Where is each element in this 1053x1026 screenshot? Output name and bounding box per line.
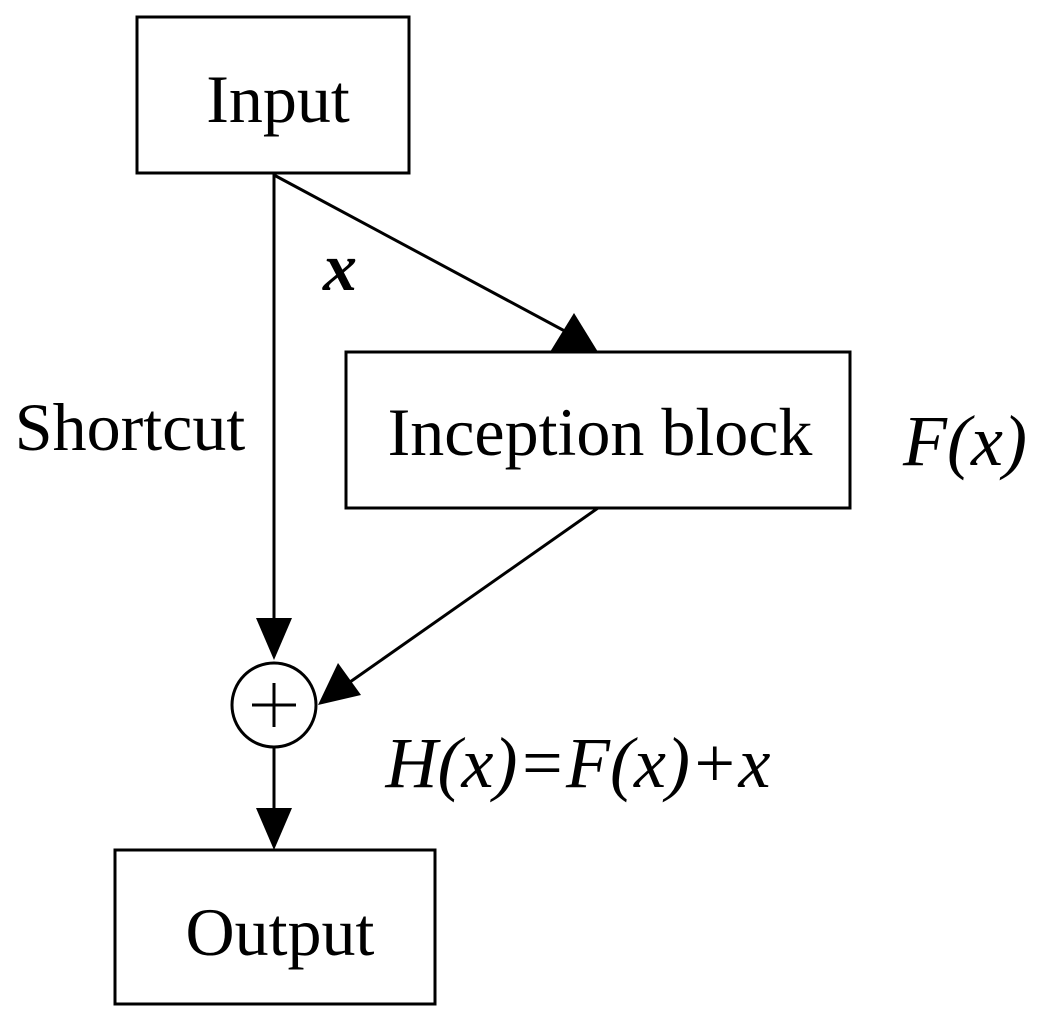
- inception-arrowhead: [550, 313, 598, 352]
- input-node-label: Input: [206, 61, 350, 137]
- sum-to-output-edge: [256, 747, 292, 850]
- shortcut-label: Shortcut: [15, 389, 246, 465]
- inception-block-node: Inception block: [344, 350, 852, 510]
- shortcut-edge: [256, 173, 292, 660]
- input-node: Input: [135, 15, 411, 175]
- residual-function-label: F(x): [902, 401, 1027, 481]
- output-arrowhead: [256, 808, 292, 850]
- inception-to-sum-edge: [318, 506, 599, 705]
- residual-arrowhead: [318, 663, 361, 705]
- shortcut-arrowhead: [256, 618, 292, 660]
- output-equation-label: H(x)=F(x)+x: [385, 723, 771, 803]
- sum-node: [230, 661, 318, 749]
- output-node-label: Output: [186, 894, 375, 970]
- input-to-inception-edge: [273, 173, 598, 352]
- output-node: Output: [113, 848, 437, 1006]
- inception-block-label: Inception block: [388, 394, 813, 470]
- input-variable-label: x: [322, 229, 357, 305]
